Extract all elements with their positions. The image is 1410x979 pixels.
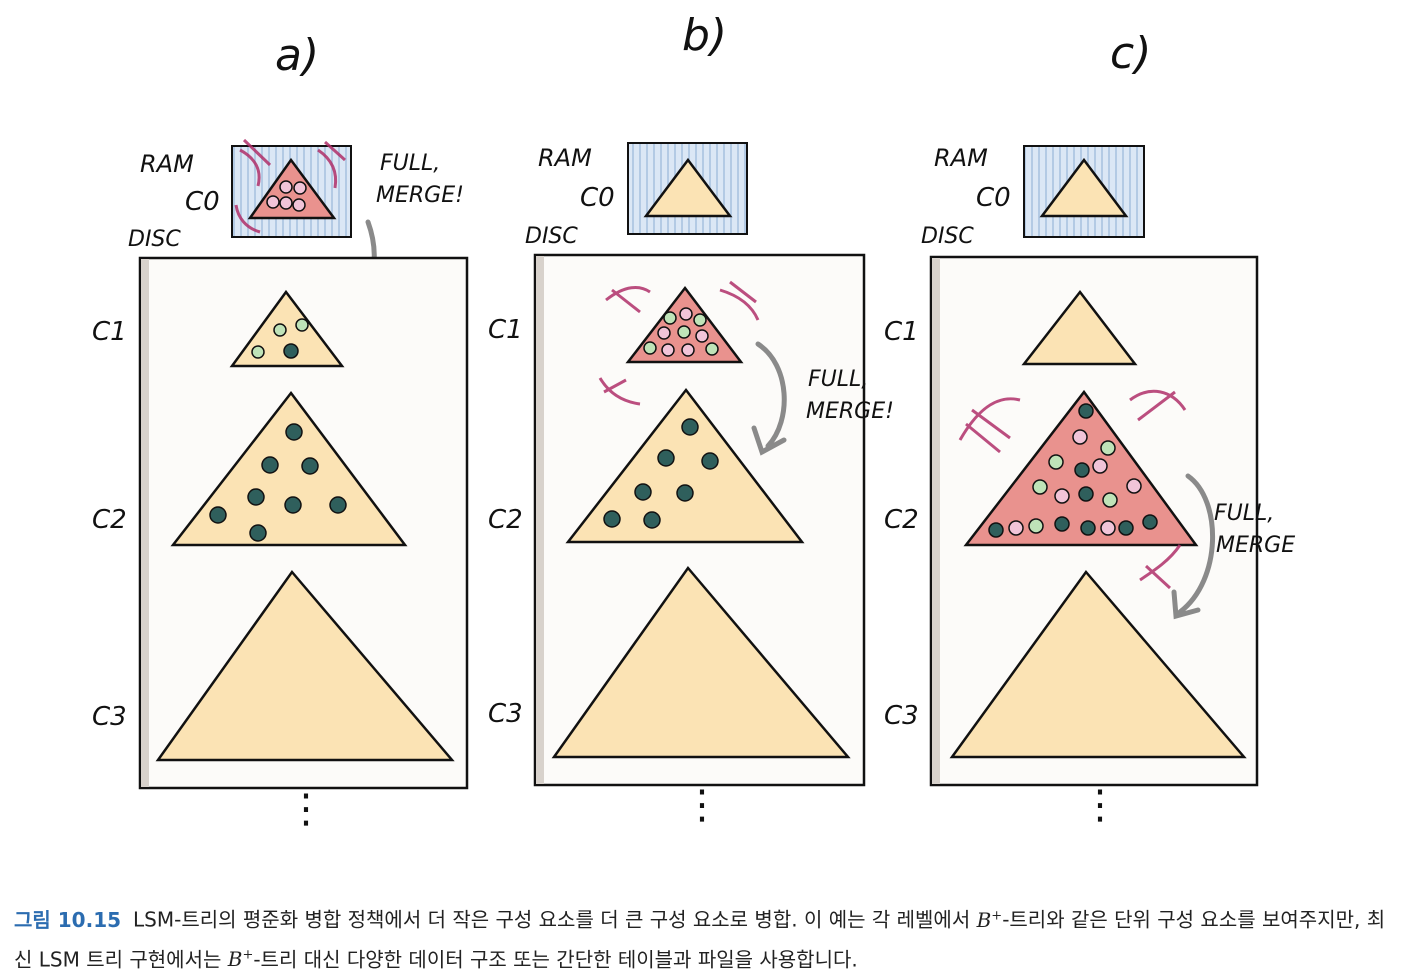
panel-a-note-line2: MERGE! <box>376 183 464 208</box>
caption-number: 그림 10.15 <box>14 907 122 932</box>
panel-c-label: c) <box>1110 28 1151 79</box>
panel-c-c0-triangle <box>1039 157 1129 218</box>
figure-caption: 그림 10.15 LSM-트리의 평준화 병합 정책에서 더 작은 구성 요소를 … <box>14 898 1399 977</box>
lsm-merge-diagram: a) RAM C0 DISC FULL, MERGE! C1 C2 C3 <box>92 10 1295 832</box>
caption-text-2: -트리와 같은 단위 구성 요소를 보여주지만, 최신 LSM 트리 구현에서는 <box>14 907 1386 972</box>
panel-a-ram-label: RAM <box>140 150 194 178</box>
panel-c-c3-triangle <box>949 569 1247 759</box>
panel-c-note-line2: MERGE <box>1216 533 1295 558</box>
panel-b-note-line2: MERGE! <box>806 399 894 424</box>
panel-b-level-c1: C1 <box>488 315 523 345</box>
panel-b-merge-arrow <box>755 341 787 449</box>
panel-b-level-c3: C3 <box>488 699 523 729</box>
panel-a: a) RAM C0 DISC FULL, MERGE! C1 C2 C3 <box>92 30 469 832</box>
panel-a-level-c3: C3 <box>92 702 127 732</box>
panel-c-merge-scribble <box>958 389 1187 590</box>
panel-c-c1-triangle <box>1021 289 1138 366</box>
panel-a-level-c2: C2 <box>92 505 127 535</box>
panel-a-continuation: ⋮ <box>286 786 326 832</box>
panel-a-note-line1: FULL, <box>380 151 440 176</box>
panel-b-continuation: ⋮ <box>682 782 722 828</box>
panel-b: b) RAM C0 DISC C1 C2 C3 FULL, MERGE! <box>488 10 894 828</box>
panel-b-c0-label: C0 <box>580 183 615 213</box>
panel-b-c0-triangle <box>643 157 733 218</box>
panel-a-c2-triangle <box>170 390 408 547</box>
caption-text-1: LSM-트리의 평준화 병합 정책에서 더 작은 구성 요소를 더 큰 구성 요… <box>133 907 977 932</box>
caption-math-b-plus-2: B+ <box>227 947 254 972</box>
panel-b-c3-triangle <box>551 565 851 759</box>
caption-text-3: -트리 대신 다양한 데이터 구조 또는 간단한 테이블과 파일을 사용합니다. <box>253 947 858 972</box>
panel-b-c2-items <box>603 418 719 529</box>
panel-a-c2-items <box>209 423 347 542</box>
panel-c-c2-items <box>988 403 1158 538</box>
panel-b-merge-scribble <box>598 280 760 406</box>
panel-a-c0-label: C0 <box>185 187 220 217</box>
panel-b-disc-label: DISC <box>525 224 578 249</box>
panel-c-note-line1: FULL, <box>1214 501 1274 526</box>
panel-b-c2-triangle <box>565 387 805 544</box>
panel-a-level-c1: C1 <box>92 317 127 347</box>
panel-a-merge-scribble <box>234 138 347 234</box>
panel-b-c1-items <box>643 307 719 357</box>
panel-c: c) RAM C0 DISC C1 C2 C3 FULL, MERGE ⋮ <box>884 28 1295 828</box>
panel-b-level-c2: C2 <box>488 505 523 535</box>
panel-a-c0-items <box>266 180 307 212</box>
panel-c-level-c1: C1 <box>884 317 919 347</box>
panel-b-note-line1: FULL, <box>808 367 868 392</box>
panel-c-merge-arrow <box>1177 473 1215 615</box>
panel-c-ram-label: RAM <box>934 144 988 172</box>
panel-a-c3-triangle <box>155 569 455 762</box>
panel-c-disc-label: DISC <box>921 224 974 249</box>
panel-b-label: b) <box>682 10 727 61</box>
caption-math-b-plus-1: B+ <box>976 907 1003 932</box>
panel-c-level-c2: C2 <box>884 505 919 535</box>
panel-b-ram-label: RAM <box>538 144 592 172</box>
panel-a-label: a) <box>275 30 319 81</box>
panel-a-c1-items <box>251 318 309 359</box>
panel-c-c0-label: C0 <box>976 183 1011 213</box>
panel-a-disc-label: DISC <box>128 227 181 252</box>
panel-c-level-c3: C3 <box>884 701 919 731</box>
panel-c-continuation: ⋮ <box>1080 782 1120 828</box>
